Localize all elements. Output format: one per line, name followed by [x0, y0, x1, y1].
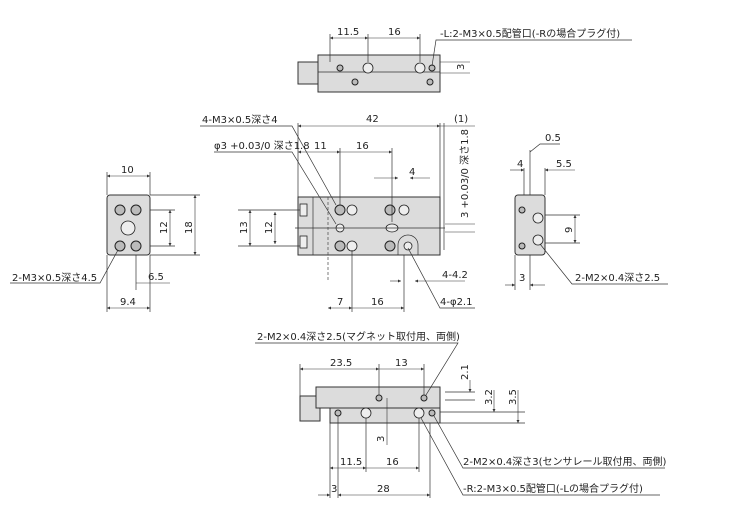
- right-view: 0.5 4 5.5 9 3 2-M2×0.4深さ2.5: [505, 133, 668, 290]
- cbore-note: 4-4.2: [442, 270, 468, 281]
- dim-9-4: 9.4: [120, 297, 136, 308]
- dim-12: 12: [159, 221, 170, 234]
- dim-16: 16: [388, 27, 401, 38]
- pin-side-note: 3 +0.03/0 深さ1.8: [459, 129, 471, 218]
- top-view: 11.5 16 3 -L:2-M3×0.5配管口(-Rの場合プラグ付): [297, 27, 632, 93]
- dim-6-5: 6.5: [148, 272, 164, 283]
- dim-4: 4: [517, 159, 523, 170]
- dim-11: 11: [314, 141, 327, 152]
- thru-hole-note: 4-φ2.1: [440, 297, 472, 308]
- dim-5-5: 5.5: [556, 159, 572, 170]
- front-view-body: [297, 196, 441, 256]
- dim-0-5: 0.5: [545, 133, 561, 144]
- dim-3-5: 3.5: [508, 389, 519, 405]
- tapped-hole-note: 2-M2×0.4深さ2.5: [575, 272, 660, 284]
- port-hole: [414, 62, 426, 74]
- dim-16b: 16: [371, 297, 384, 308]
- dim-3b: 3: [331, 484, 337, 495]
- dim-4: 4: [409, 167, 415, 178]
- dim-11-5: 11.5: [337, 27, 359, 38]
- front-view: 42 (1) 11 16 4 4-M3×0.5深さ4 φ3 +0.03/0 深さ…: [200, 114, 475, 312]
- port-note: -L:2-M3×0.5配管口(-Rの場合プラグ付): [440, 27, 620, 40]
- dim-28: 28: [377, 484, 390, 495]
- port-hole: [120, 220, 136, 236]
- tapped-hole: [384, 204, 396, 216]
- dim-7: 7: [337, 297, 343, 308]
- dim-1: (1): [454, 114, 468, 125]
- dim-3: 3: [519, 273, 525, 284]
- dim-12: 12: [264, 221, 275, 234]
- dim-10: 10: [121, 165, 134, 176]
- dim-42: 42: [366, 114, 379, 125]
- dim-2-1: 2.1: [460, 364, 471, 380]
- top-view-end-cap: [297, 61, 319, 85]
- dim-16: 16: [356, 141, 369, 152]
- tapped-hole: [334, 204, 346, 216]
- tapped-hole-note: 4-M3×0.5深さ4: [202, 114, 278, 126]
- magnet-mount-note: 2-M2×0.4深さ2.5(マグネット取付用、両側): [257, 330, 460, 343]
- dim-13: 13: [239, 221, 250, 234]
- dim-3: 3: [376, 436, 387, 442]
- dim-9: 9: [564, 227, 575, 233]
- port-hole: [426, 78, 434, 86]
- dim-13: 13: [395, 358, 408, 369]
- port-hole: [362, 62, 374, 74]
- port-hole: [336, 64, 344, 72]
- left-view: 10 12 18 2-M3×0.5深さ4.5 6.5 9.4: [10, 165, 200, 312]
- dim-16: 16: [386, 457, 399, 468]
- dim-18: 18: [184, 221, 195, 234]
- top-view-body: [317, 54, 441, 93]
- dim-3-2: 3.2: [484, 389, 495, 405]
- sensor-rail-note: 2-M2×0.4深さ3(センサレール取付用、両側): [463, 455, 667, 468]
- port-note: -R:2-M3×0.5配管口(-Lの場合プラグ付): [463, 482, 643, 495]
- tapped-hole-note: 2-M3×0.5深さ4.5: [12, 272, 97, 284]
- pin-hole-note: φ3 +0.03/0 深さ1.8: [214, 140, 310, 152]
- bottom-view: 2-M2×0.4深さ2.5(マグネット取付用、両側) 23.5 13 2.1 3…: [255, 330, 667, 498]
- dim-23-5: 23.5: [330, 358, 352, 369]
- tapped-hole: [334, 240, 346, 252]
- dim-3: 3: [456, 64, 467, 70]
- tapped-hole: [384, 240, 396, 252]
- dim-11-5: 11.5: [340, 457, 362, 468]
- port-hole: [351, 78, 359, 86]
